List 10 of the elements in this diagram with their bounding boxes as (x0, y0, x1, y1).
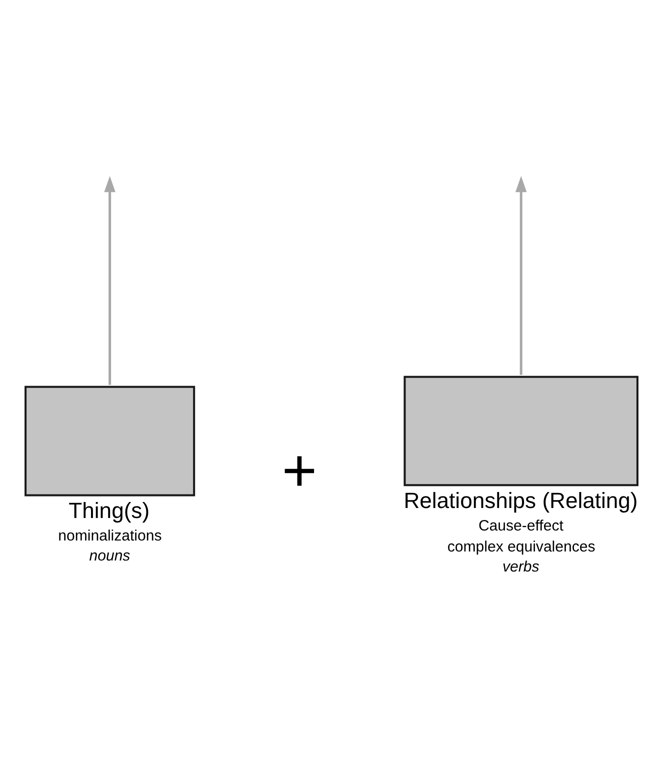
node-label: Thing(s) (68, 498, 150, 523)
arrow (104, 176, 116, 385)
node-label: nouns (89, 547, 130, 564)
node-label: Cause-effect (478, 517, 564, 534)
node-label: Relationships (Relating) (404, 488, 638, 513)
node-label: complex equivalences (447, 538, 596, 556)
arrow (515, 176, 527, 375)
node-label: verbs (502, 558, 540, 576)
node-label: nominalizations (58, 527, 162, 544)
label: + (282, 437, 317, 504)
